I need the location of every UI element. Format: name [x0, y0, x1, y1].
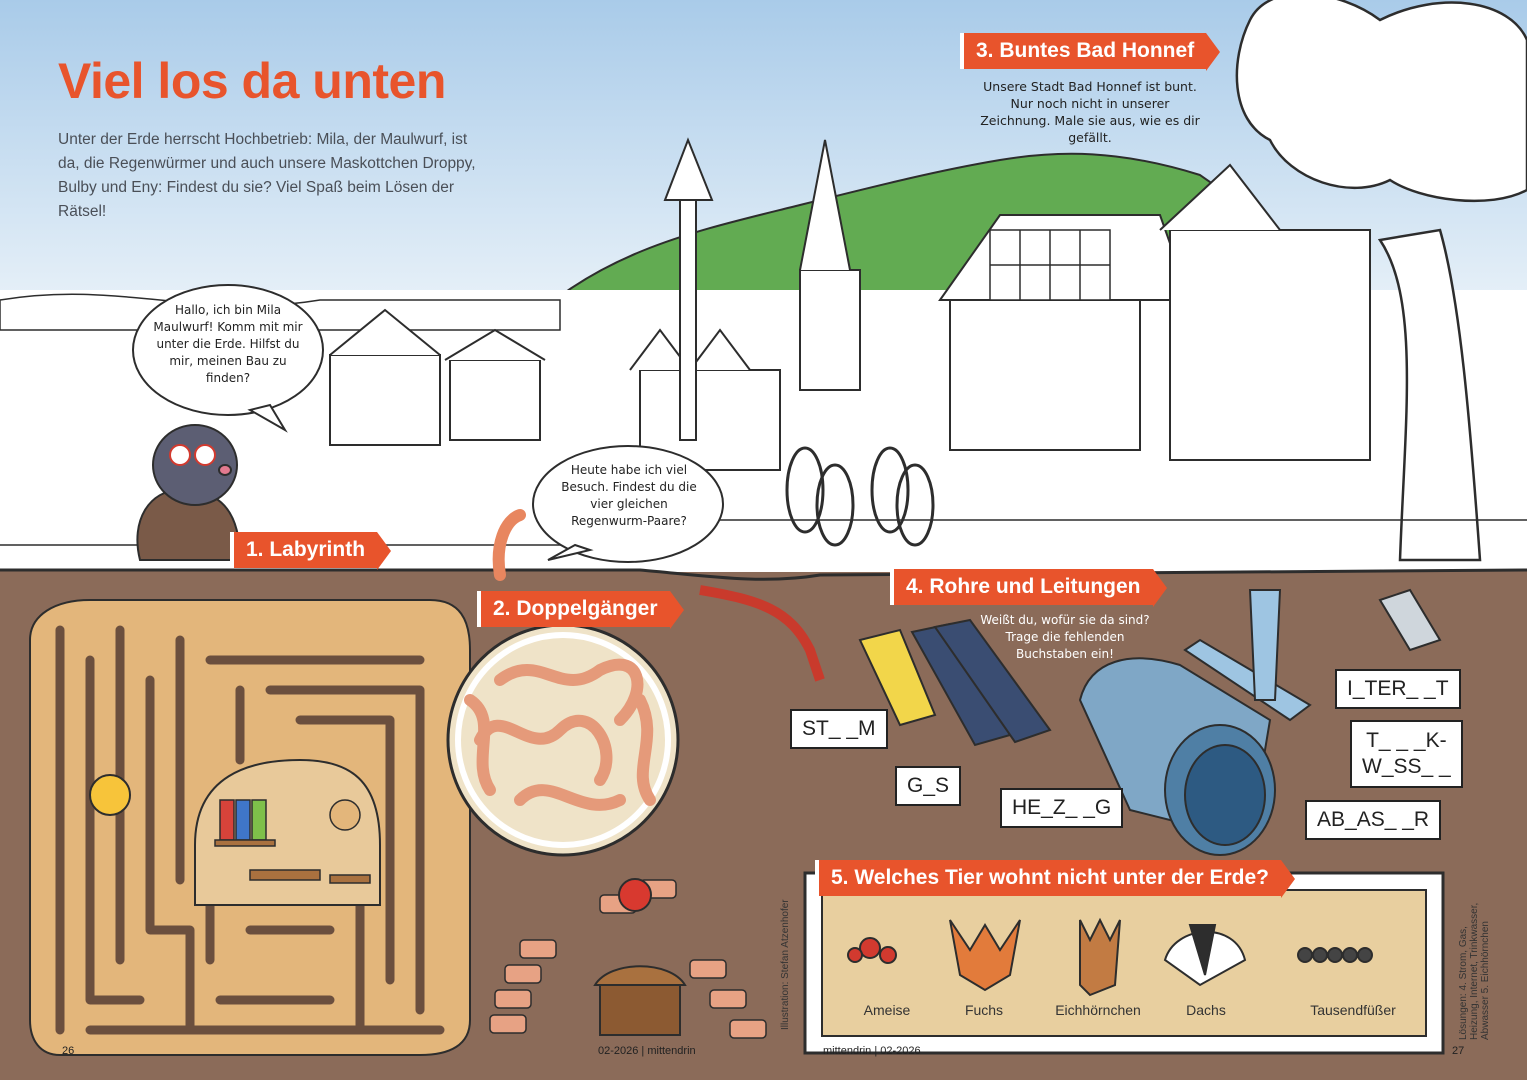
solutions-text: Lösungen: 4. Strom, Gas, Heizung, Intern…: [1458, 902, 1491, 1040]
task-rohre-tag: 4. Rohre und Leitungen: [890, 569, 1166, 607]
pipe-label-trinkwasser[interactable]: T_ _ _K- W_SS_ _: [1350, 720, 1463, 788]
worm-speech-bubble: Heute habe ich viel Besuch. Findest du d…: [561, 463, 697, 528]
page-number-left: 26: [62, 1045, 75, 1057]
task-tier-tag: 5. Welches Tier wohnt nicht unter der Er…: [815, 860, 1295, 898]
pipe-label-internet[interactable]: I_TER_ _T: [1335, 669, 1461, 709]
animal-fuchs[interactable]: Fuchs: [964, 1002, 1004, 1018]
pipe-label-heizung[interactable]: HE_Z_ _G: [1000, 788, 1124, 828]
pipe-label-strom[interactable]: ST_ _M: [790, 709, 888, 749]
issue-label-right: mittendrin | 02-2026: [823, 1045, 921, 1057]
task-labyrinth-tag: 1. Labyrinth: [230, 532, 392, 570]
task-buntes-bad-honnef-tag: 3. Buntes Bad Honnef: [960, 33, 1221, 71]
animal-ameise[interactable]: Ameise: [863, 1002, 911, 1018]
pipe-label-gas[interactable]: G_S: [895, 766, 962, 806]
page-title: Viel los da unten: [58, 53, 446, 109]
bad-honnef-text: Unsere Stadt Bad Honnef ist bunt. Nur no…: [980, 79, 1200, 145]
pipes-instruction: Weißt du, wofür sie da sind? Trage die f…: [980, 613, 1150, 661]
task-doppelgaenger-tag: 2. Doppelgänger: [477, 591, 684, 629]
animal-eichhoernchen[interactable]: Eichhörnchen: [1055, 1002, 1141, 1018]
illustration-credit: Illustration: Stefan Atzenhofer: [780, 899, 791, 1030]
page-number-right: 27: [1452, 1045, 1465, 1057]
animal-tausendfuesser[interactable]: Tausendfüßer: [1310, 1002, 1396, 1018]
animal-dachs[interactable]: Dachs: [1186, 1002, 1226, 1018]
mole-speech-bubble: Hallo, ich bin Mila Maulwurf! Komm mit m…: [153, 303, 303, 385]
intro-text: Unter der Erde herrscht Hochbetrieb: Mil…: [58, 131, 476, 220]
issue-label-left: 02-2026 | mittendrin: [598, 1045, 696, 1057]
pipe-label-abwasser[interactable]: AB_AS_ _R: [1305, 800, 1442, 840]
